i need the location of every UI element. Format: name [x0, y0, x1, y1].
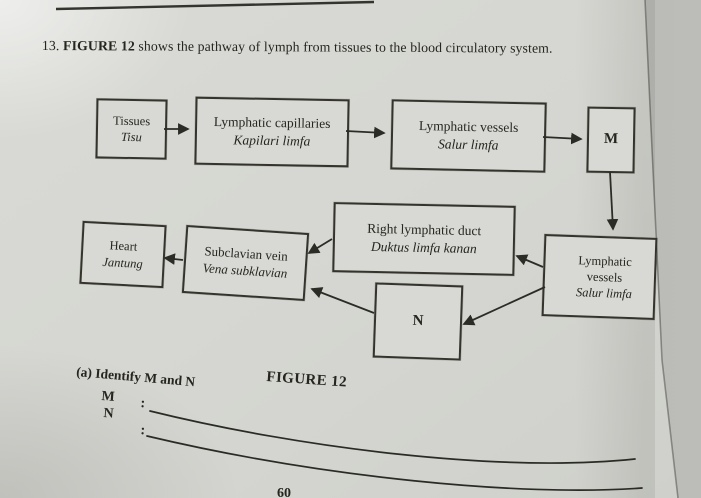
box-lymphatic-capillaries-label-ms: Kapilari limfa	[233, 132, 311, 149]
box-tissues-label-en: Tissues	[112, 113, 151, 129]
box-n: N	[372, 282, 464, 361]
box-n-label: N	[412, 312, 424, 329]
page-number: 60	[277, 486, 291, 498]
box-heart-label-ms: Jantung	[102, 254, 144, 271]
box-m-label: M	[603, 131, 619, 148]
answer-m-label: M	[100, 389, 116, 405]
box-tissues: Tissues Tisu	[95, 98, 168, 160]
box-tissues-label-ms: Tisu	[120, 129, 142, 145]
box-lymphatic-vessels-right-label-en1: Lymphatic	[578, 252, 633, 269]
box-heart-label-en: Heart	[109, 238, 138, 254]
page-edge-line	[644, 0, 679, 498]
box-lymphatic-vessels-top-label-en: Lymphatic vessels	[418, 118, 519, 136]
box-m: M	[586, 106, 636, 174]
answer-n-label: N	[102, 406, 115, 422]
box-subclavian-vein: Subclavian vein Vena subklavian	[181, 224, 310, 302]
question-text: shows the pathway of lymph from tissues …	[138, 38, 553, 56]
box-lymphatic-vessels-right-label-en2: vessels	[586, 269, 623, 285]
box-right-lymphatic-duct-label-ms: Duktus limfa kanan	[370, 238, 477, 257]
question-number: 13.	[41, 38, 60, 54]
box-lymphatic-capillaries: Lymphatic capillaries Kapilari limfa	[194, 96, 350, 168]
question-figure-ref: FIGURE 12	[63, 38, 135, 54]
box-lymphatic-vessels-top-label-ms: Salur limfa	[437, 136, 499, 153]
box-lymphatic-capillaries-label-en: Lymphatic capillaries	[213, 114, 331, 132]
box-right-lymphatic-duct: Right lymphatic duct Duktus limfa kanan	[332, 202, 516, 276]
box-lymphatic-vessels-top: Lymphatic vessels Salur limfa	[390, 99, 547, 173]
box-lymphatic-vessels-right: Lymphatic vessels Salur limfa	[541, 234, 658, 320]
box-heart: Heart Jantung	[79, 220, 167, 289]
question-13-text: 13. FIGURE 12 shows the pathway of lymph…	[42, 38, 553, 57]
box-lymphatic-vessels-right-label-ms: Salur limfa	[575, 285, 633, 302]
